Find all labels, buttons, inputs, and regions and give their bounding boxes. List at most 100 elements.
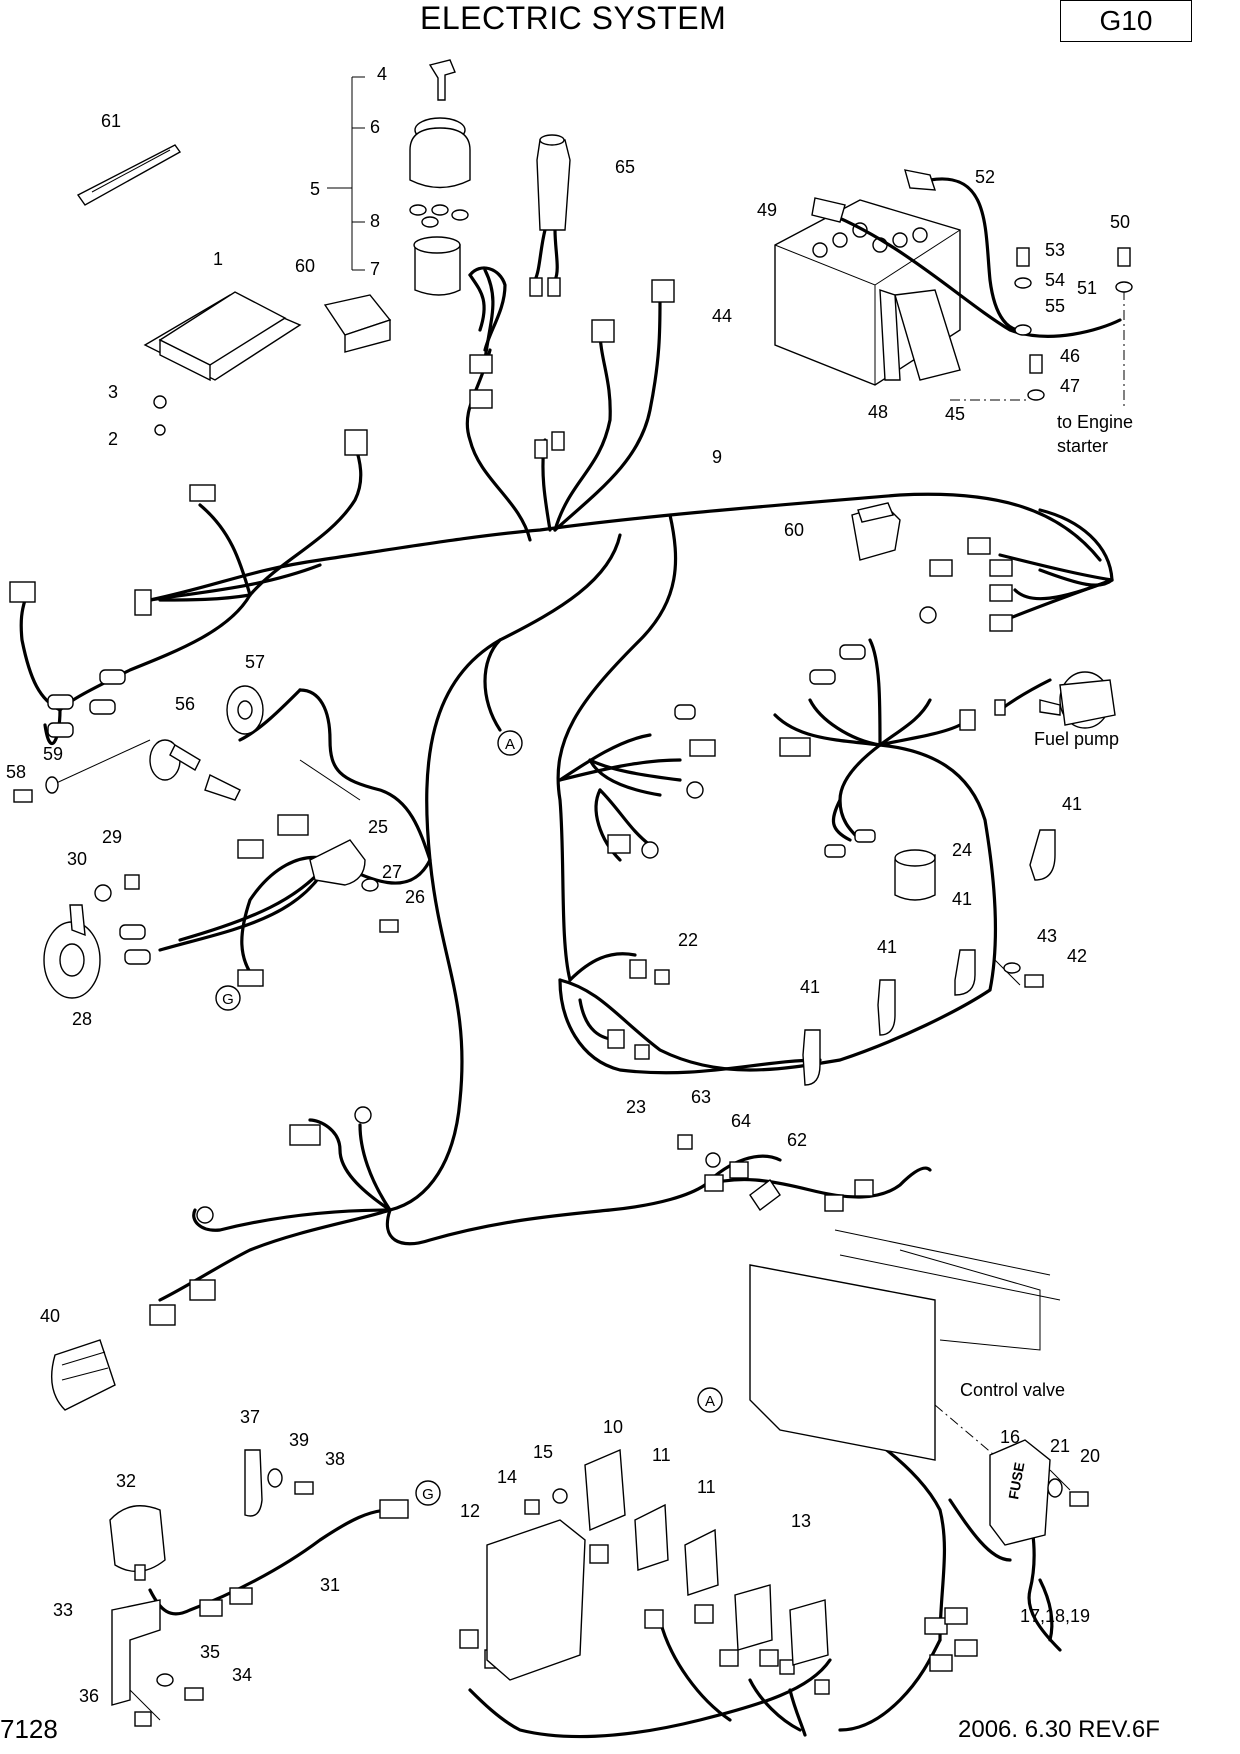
- washer-27: [361, 878, 379, 892]
- relay-13-a: [734, 1584, 773, 1651]
- label-57: 57: [245, 652, 265, 672]
- ignition-switch-7: [413, 236, 461, 296]
- label-8: 8: [370, 211, 380, 231]
- label-21: 21: [1050, 1436, 1070, 1456]
- label-5: 5: [310, 179, 320, 199]
- sensor-56: [149, 739, 241, 801]
- label-53: 53: [1045, 240, 1065, 260]
- label-58: 58: [6, 762, 26, 782]
- label-1: 1: [213, 249, 223, 269]
- fuel-pump: [1039, 671, 1116, 729]
- label-6: 6: [370, 117, 380, 137]
- label-55: 55: [1045, 296, 1065, 316]
- label-11-a: 11: [652, 1445, 671, 1465]
- key-4: [428, 59, 456, 101]
- buzzer-32: [109, 1505, 166, 1581]
- label-36: 36: [79, 1686, 99, 1706]
- label-65: 65: [615, 157, 635, 177]
- label-43: 43: [1037, 926, 1057, 946]
- connectors: [9, 279, 1013, 1695]
- label-3: 3: [108, 382, 118, 402]
- label-10: 10: [603, 1417, 623, 1437]
- label-28: 28: [72, 1009, 92, 1029]
- rings-8: [409, 204, 469, 228]
- label-17-18-19: 17,18,19: [1020, 1606, 1090, 1626]
- to-engine-2: starter: [1057, 436, 1108, 456]
- label-49: 49: [757, 200, 777, 220]
- control-valve: [749, 1229, 1061, 1461]
- label-32: 32: [116, 1471, 136, 1491]
- label-42: 42: [1067, 946, 1087, 966]
- label-38: 38: [325, 1449, 345, 1469]
- label-34: 34: [232, 1665, 252, 1685]
- control-valve-label: Control valve: [960, 1380, 1065, 1400]
- label-62: 62: [787, 1130, 807, 1150]
- label-35: 35: [200, 1642, 220, 1662]
- clip-41-b: [954, 949, 976, 996]
- bolt-46: [1029, 354, 1043, 374]
- washer-59: [45, 776, 59, 794]
- washer-51: [1115, 281, 1133, 293]
- fuel-pump-label: Fuel pump: [1034, 729, 1119, 749]
- label-33: 33: [53, 1600, 73, 1620]
- to-engine-1: to Engine: [1057, 412, 1133, 432]
- label-14: 14: [497, 1467, 517, 1487]
- revision-date: 2006. 6.30 REV.6F: [958, 1716, 1160, 1743]
- label-30: 30: [67, 849, 87, 869]
- label-59: 59: [43, 744, 63, 764]
- washer-54: [1014, 277, 1032, 289]
- bracket-33: [111, 1599, 161, 1706]
- switch-60-upper: [323, 294, 392, 353]
- label-63: 63: [691, 1087, 711, 1107]
- label-39: 39: [289, 1430, 309, 1450]
- clamp-37: [244, 1449, 263, 1517]
- label-61: 61: [101, 111, 121, 131]
- bolt-29: [124, 874, 140, 890]
- label-12: 12: [460, 1501, 480, 1521]
- washer-47: [1027, 389, 1045, 401]
- cable-52: [904, 169, 1022, 332]
- label-64: 64: [731, 1111, 751, 1131]
- label-41-b: 41: [952, 889, 972, 909]
- label-40: 40: [40, 1306, 60, 1326]
- label-44: 44: [712, 306, 732, 326]
- label-31: 31: [320, 1575, 340, 1595]
- clip-41-c: [877, 979, 896, 1036]
- label-27: 27: [382, 862, 402, 882]
- label-56: 56: [175, 694, 195, 714]
- relay-11-a: [634, 1503, 669, 1571]
- battery-bracket-45: [879, 289, 961, 381]
- sender-24: [894, 849, 936, 901]
- label-11-b: 11: [697, 1477, 716, 1497]
- label-23: 23: [626, 1097, 646, 1117]
- label-16: 16: [1000, 1427, 1020, 1447]
- drawing-number: 7128: [0, 1714, 58, 1744]
- clamp-25: [309, 839, 366, 886]
- washer-64: [705, 1152, 721, 1168]
- label-47: 47: [1060, 376, 1080, 396]
- section-code: G10: [1099, 5, 1153, 36]
- fuse-box-16: [989, 1439, 1051, 1546]
- plate-57: [226, 685, 264, 735]
- ref-a-top-label: A: [505, 736, 515, 753]
- washer-35: [156, 1673, 174, 1687]
- main-harness: [19, 228, 1114, 1739]
- ring-terminals: [196, 606, 937, 1224]
- bolt-26: [379, 919, 399, 933]
- nut-36: [134, 1711, 152, 1727]
- label-25: 25: [368, 817, 388, 837]
- label-15: 15: [533, 1442, 553, 1462]
- fuse-text: FUSE: [1005, 1461, 1027, 1501]
- label-50: 50: [1110, 212, 1130, 232]
- ref-g-top: [215, 985, 241, 1011]
- label-2: 2: [108, 429, 118, 449]
- label-41-c: 41: [877, 937, 897, 957]
- label-9: 9: [712, 447, 722, 467]
- relay-10: [584, 1448, 626, 1532]
- label-41-a: 41: [1062, 794, 1082, 814]
- bolt-20: [1069, 1491, 1089, 1507]
- socket-65: [529, 134, 571, 297]
- ref-a-bottom: [697, 1387, 723, 1413]
- label-60-right: 60: [784, 520, 804, 540]
